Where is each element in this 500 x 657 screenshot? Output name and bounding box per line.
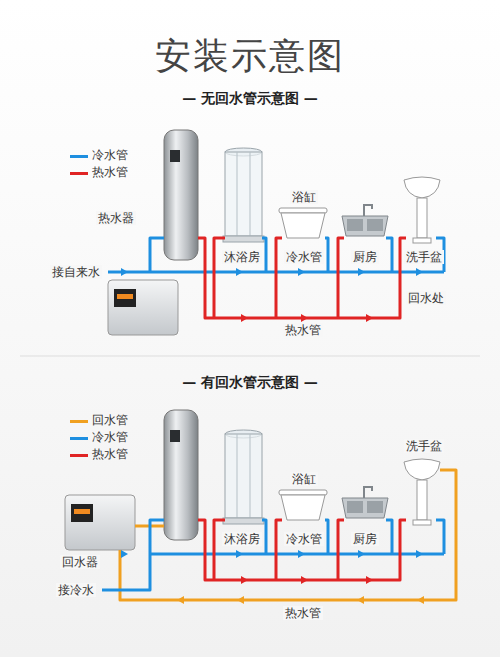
flow-arrows	[121, 268, 424, 604]
legend-swatch	[70, 420, 88, 423]
water-heater	[164, 130, 198, 260]
pipe-label: 回水器	[60, 555, 100, 569]
legend-text: 热水管	[92, 165, 128, 179]
flow-arrow	[236, 268, 243, 276]
pipe-label: 浴缸	[290, 190, 318, 204]
flow-arrow	[121, 550, 128, 558]
pipe-label: 回水处	[406, 291, 446, 305]
pipe-label: 热水管	[283, 606, 323, 620]
flow-arrow	[177, 596, 184, 604]
legend-swatch	[70, 155, 88, 158]
flow-arrow	[121, 268, 128, 276]
pipe-label: 洗手盆	[404, 439, 444, 453]
flow-arrow	[366, 314, 373, 322]
section-heading: — 有回水管示意图 —	[182, 374, 318, 391]
legend-text: 回水管	[92, 413, 128, 427]
pipe-label: 厨房	[351, 532, 379, 546]
flow-arrow	[358, 550, 365, 558]
legend-text: 冷水管	[92, 148, 128, 162]
flow-arrow	[236, 550, 243, 558]
water-heater	[164, 410, 198, 540]
flow-arrow	[301, 576, 308, 584]
pipe-label: 热水管	[283, 323, 323, 337]
flow-arrow	[298, 268, 305, 276]
flow-arrow	[366, 576, 373, 584]
wall-unit	[108, 280, 178, 335]
legend-text: 冷水管	[92, 430, 128, 444]
pipe-label: 接冷水	[56, 583, 96, 597]
divider	[20, 356, 480, 357]
legend-swatch	[70, 437, 88, 440]
pipes	[102, 470, 456, 600]
pipe-label: 厨房	[351, 250, 379, 264]
flow-arrow	[416, 268, 423, 276]
flow-arrow	[241, 576, 248, 584]
flow-arrow	[237, 596, 244, 604]
pipe-label: 冷水管	[284, 250, 324, 264]
section-heading: — 无回水管示意图 —	[182, 90, 318, 107]
pipes	[108, 238, 444, 318]
flow-arrow	[417, 596, 424, 604]
pipe-label: 浴缸	[290, 472, 318, 486]
fixtures	[223, 148, 440, 243]
flow-arrow	[298, 550, 305, 558]
legend-swatch	[70, 454, 88, 457]
pipe-label: 接自来水	[50, 265, 102, 279]
recirculator-unit	[65, 495, 135, 550]
pipe-label: 冷水管	[284, 532, 324, 546]
pipe-label: 沐浴房	[222, 250, 262, 264]
flow-arrow	[358, 268, 365, 276]
flow-arrow	[357, 596, 364, 604]
legend-text: 热水管	[92, 447, 128, 461]
legend-swatch	[70, 172, 88, 175]
pipe-label: 洗手盆	[404, 250, 444, 264]
pipe-label: 沐浴房	[222, 532, 262, 546]
pipe-label: 热水器	[96, 211, 136, 225]
diagram-title: 安装示意图	[155, 34, 345, 77]
flow-arrow	[416, 550, 423, 558]
flow-arrow	[301, 314, 308, 322]
flow-arrow	[241, 314, 248, 322]
